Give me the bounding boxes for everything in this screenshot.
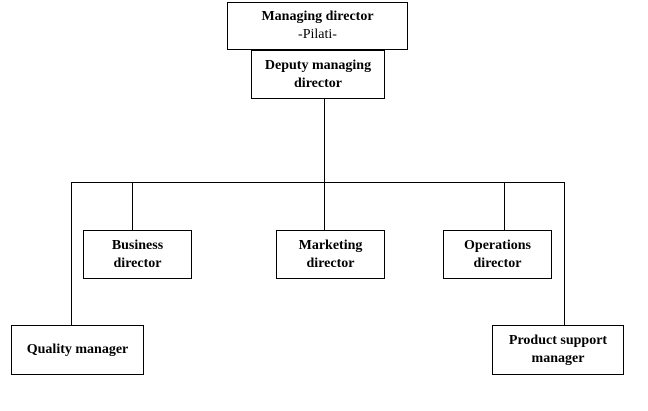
- marketing-director-line1: Marketing: [298, 237, 363, 253]
- business-director-box: Business director: [83, 230, 192, 279]
- connector-operations-director: [504, 182, 505, 231]
- product-support-manager-box: Product support manager: [492, 325, 624, 375]
- managing-director-title: Managing director: [261, 9, 374, 24]
- quality-manager-box: Quality manager: [11, 325, 144, 375]
- marketing-director-line2: director: [306, 255, 355, 271]
- quality-manager-label: Quality manager: [26, 342, 129, 357]
- operations-director-line1: Operations: [464, 237, 531, 253]
- connector-quality-manager: [71, 182, 72, 326]
- connector-deputy-down: [324, 98, 325, 183]
- operations-director-line2: director: [473, 255, 522, 271]
- deputy-managing-director-line2: director: [294, 75, 342, 91]
- connector-product-support-manager: [564, 182, 565, 326]
- managing-director-box: Managing director -Pilati-: [227, 2, 408, 50]
- business-director-line2: director: [113, 255, 162, 271]
- business-director-line1: Business: [111, 237, 164, 253]
- operations-director-box: Operations director: [443, 230, 552, 279]
- connector-marketing-director: [324, 182, 325, 231]
- managing-director-name: -Pilati-: [298, 27, 337, 42]
- marketing-director-box: Marketing director: [276, 230, 385, 279]
- deputy-managing-director-line1: Deputy managing: [264, 57, 372, 73]
- deputy-managing-director-box: Deputy managing director: [251, 50, 385, 99]
- connector-business-director: [132, 182, 133, 231]
- product-support-manager-line2: manager: [531, 351, 585, 366]
- connector-horizontal-bar: [71, 182, 565, 183]
- product-support-manager-line1: Product support: [508, 333, 608, 348]
